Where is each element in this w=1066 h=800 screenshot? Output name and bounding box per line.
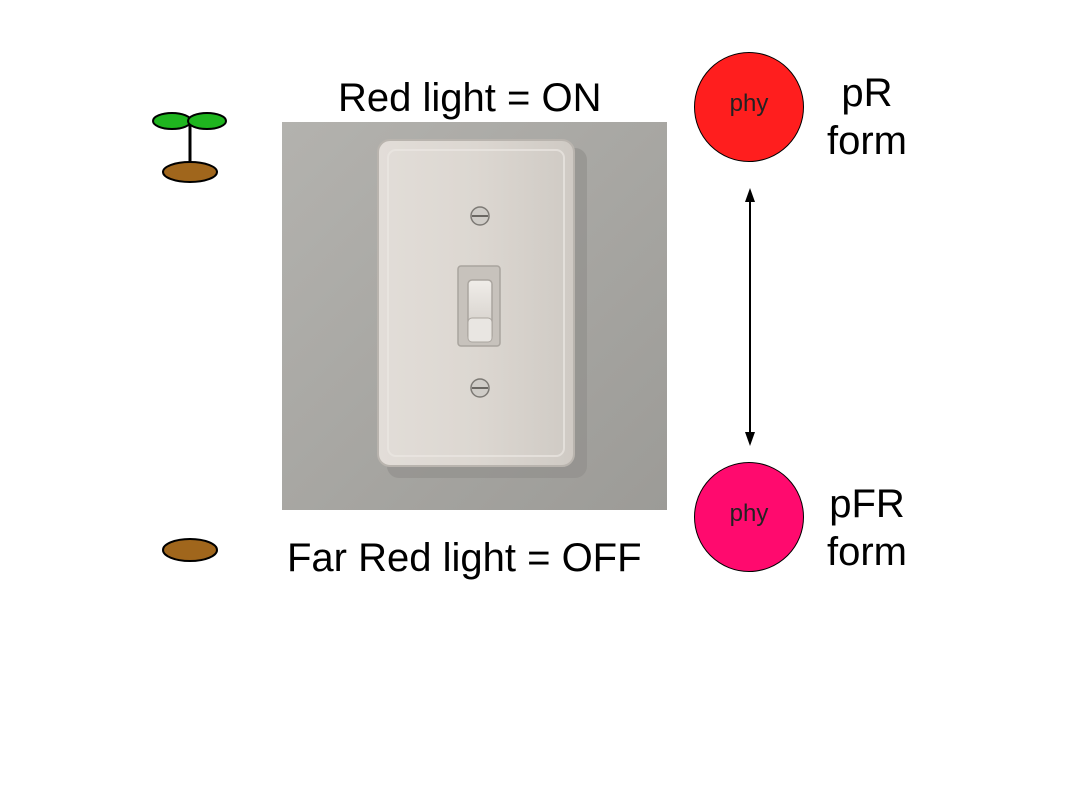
pfr-circle-text: phy	[729, 500, 769, 527]
light-switch-photo	[282, 122, 667, 510]
pfr-label-line1: pFR	[829, 482, 905, 526]
pfr-label-line2: form	[827, 530, 907, 574]
sprout-icon	[152, 112, 227, 183]
pr-label-line1: pR	[841, 71, 893, 115]
pr-label-line2: form	[827, 119, 907, 163]
pr-circle-text: phy	[729, 90, 769, 117]
far-red-light-off-caption: Far Red light = OFF	[287, 536, 642, 580]
seed-icon	[162, 538, 218, 562]
left-leaf-icon	[152, 112, 192, 130]
pfr-phytochrome-circle: phy	[694, 462, 804, 572]
pfr-form-label: pFR form	[812, 480, 922, 576]
red-light-on-caption: Red light = ON	[338, 76, 602, 120]
right-leaf-icon	[187, 112, 227, 130]
pr-phytochrome-circle: phy	[694, 52, 804, 162]
pr-form-label: pR form	[812, 69, 922, 165]
sprout-seed-icon	[162, 161, 218, 183]
double-headed-arrow-icon	[745, 188, 755, 446]
